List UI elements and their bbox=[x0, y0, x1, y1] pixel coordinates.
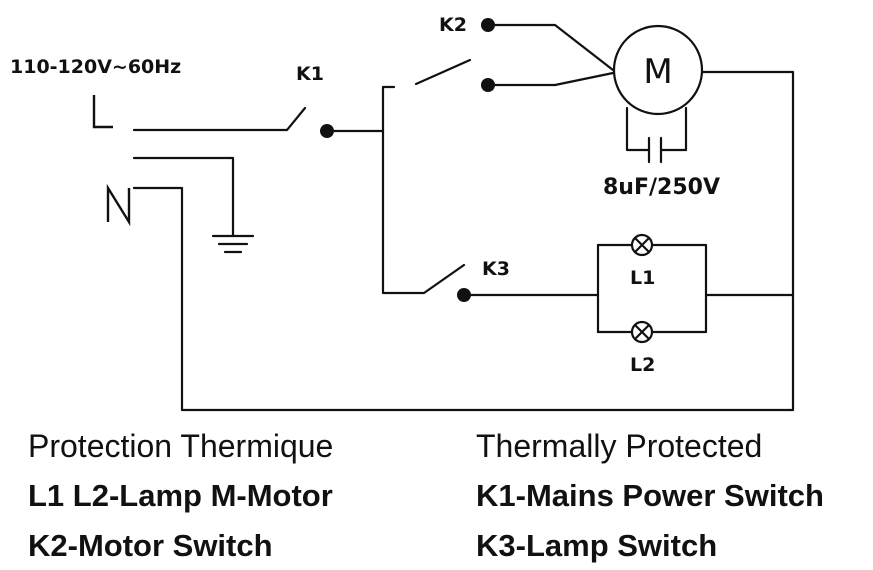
k3-label: K3 bbox=[482, 258, 510, 280]
legend-motor-switch: K2-Motor Switch bbox=[28, 528, 273, 563]
motor-return-wire bbox=[132, 70, 795, 412]
lamp-l1-cross bbox=[633, 236, 651, 254]
capacitor-label: 8uF/250V bbox=[603, 175, 720, 200]
lamp-l2-symbol bbox=[630, 320, 654, 344]
lamp-l2-label: L2 bbox=[630, 354, 655, 376]
lamp-l1-symbol bbox=[630, 233, 654, 257]
neutral-glyph bbox=[106, 183, 131, 227]
k1-contact-dot bbox=[320, 124, 334, 138]
bus-wire bbox=[381, 85, 466, 295]
line-wire bbox=[132, 106, 307, 132]
k2-low-wire bbox=[486, 71, 615, 87]
k2-label: K2 bbox=[439, 14, 467, 36]
k2-low-contact-dot bbox=[481, 78, 495, 92]
line-glyph bbox=[92, 95, 113, 129]
legend-french: Protection Thermique bbox=[28, 428, 334, 464]
legend-lamp-switch: K3-Lamp Switch bbox=[476, 528, 718, 563]
k2-blade bbox=[414, 58, 472, 86]
k3-contact-dot bbox=[457, 288, 471, 302]
k2-high-contact-dot bbox=[481, 18, 495, 32]
legend-mains-switch: K1-Mains Power Switch bbox=[476, 478, 824, 513]
k2-high-wire bbox=[486, 23, 615, 72]
motor-letter: M bbox=[643, 52, 672, 92]
legend-lamp-motor: L1 L2-Lamp M-Motor bbox=[28, 478, 333, 513]
lamp-l1-label: L1 bbox=[630, 267, 655, 289]
earth-wire bbox=[132, 156, 235, 238]
lamp-l2-cross bbox=[633, 323, 651, 341]
k1-label: K1 bbox=[296, 63, 324, 85]
motor-symbol bbox=[612, 24, 704, 116]
capacitor-loop bbox=[625, 106, 688, 152]
legend-english: Thermally Protected bbox=[476, 428, 763, 464]
supply-voltage-label: 110-120V~60Hz bbox=[10, 56, 181, 78]
